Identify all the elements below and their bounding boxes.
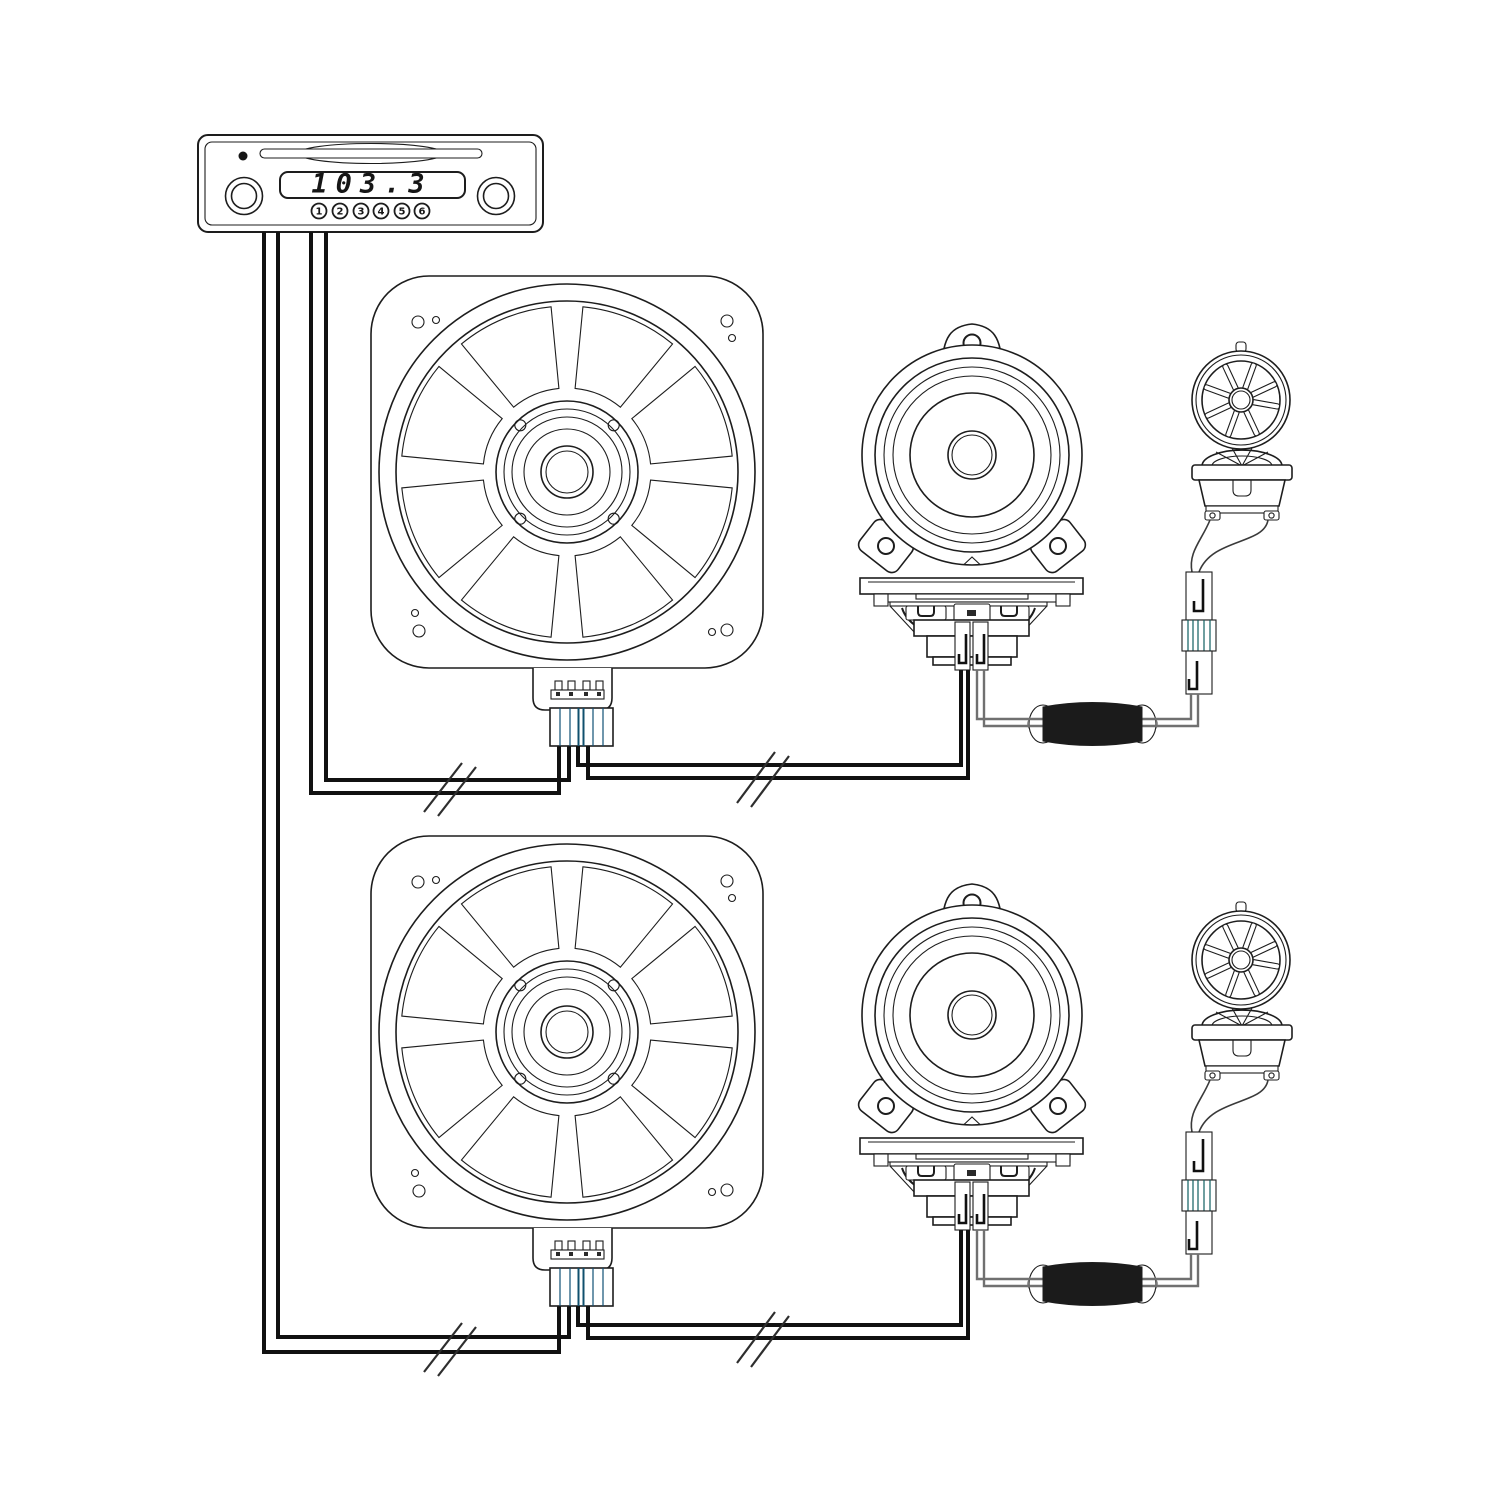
basket-window bbox=[631, 479, 733, 579]
preset-button-3: 3 bbox=[352, 202, 370, 220]
cable-break-right bbox=[736, 751, 790, 808]
hub-bolt bbox=[607, 419, 620, 432]
tab-hole bbox=[1049, 537, 1067, 555]
hub-bolt bbox=[514, 512, 527, 525]
mid-speaker-side-view bbox=[859, 577, 1084, 666]
cd-slot bbox=[259, 142, 483, 165]
connector-cyan bbox=[1185, 650, 1213, 695]
svg-text:2: 2 bbox=[337, 207, 344, 218]
power-led bbox=[238, 151, 248, 161]
cable-break-left bbox=[423, 762, 477, 817]
tuner-knob-right bbox=[476, 176, 516, 216]
channel-1 bbox=[368, 273, 1293, 817]
tweeter-grille bbox=[1191, 447, 1293, 521]
subwoofer bbox=[368, 273, 766, 747]
display: 103.3 bbox=[279, 169, 466, 200]
mid-speaker bbox=[857, 323, 1087, 671]
frequency-display: 103.3 bbox=[311, 169, 432, 200]
hub-bolt bbox=[607, 512, 620, 525]
tweeter bbox=[1191, 341, 1291, 450]
svg-text:3: 3 bbox=[358, 207, 365, 218]
hub-bolt bbox=[514, 419, 527, 432]
preset-button-5: 5 bbox=[393, 202, 411, 220]
mid-connector-blue bbox=[954, 621, 971, 671]
preset-buttons: 1 2 3 4 5 6 bbox=[310, 202, 431, 220]
subwoofer-terminal bbox=[532, 668, 613, 711]
head-unit: 103.3 1 2 3 4 5 bbox=[197, 134, 544, 233]
connector-collar bbox=[1181, 619, 1217, 652]
mid-connector-teal bbox=[972, 621, 989, 671]
preset-button-2: 2 bbox=[331, 202, 349, 220]
wire-to-rear-subwoofer bbox=[262, 232, 561, 1354]
wire-to-rear-subwoofer-2 bbox=[276, 232, 571, 1339]
bass-blocker-body bbox=[1042, 702, 1143, 746]
magnet bbox=[926, 635, 1018, 658]
svg-text:1: 1 bbox=[316, 207, 323, 218]
tab-hole bbox=[877, 537, 895, 555]
connector-green bbox=[1185, 571, 1213, 621]
svg-text:6: 6 bbox=[419, 207, 426, 218]
svg-text:5: 5 bbox=[399, 207, 406, 218]
preset-button-4: 4 bbox=[372, 202, 390, 220]
tweeter-lead-wires bbox=[1190, 519, 1269, 573]
mounting-holes bbox=[410, 314, 737, 638]
subwoofer-to-mid-wires bbox=[576, 670, 970, 780]
wire-to-front-subwoofer bbox=[309, 232, 561, 795]
preset-button-1: 1 bbox=[310, 202, 328, 220]
preset-button-6: 6 bbox=[413, 202, 431, 220]
svg-text:4: 4 bbox=[378, 207, 385, 218]
volume-knob-left bbox=[224, 176, 264, 216]
subwoofer-connector-blue bbox=[549, 707, 614, 747]
